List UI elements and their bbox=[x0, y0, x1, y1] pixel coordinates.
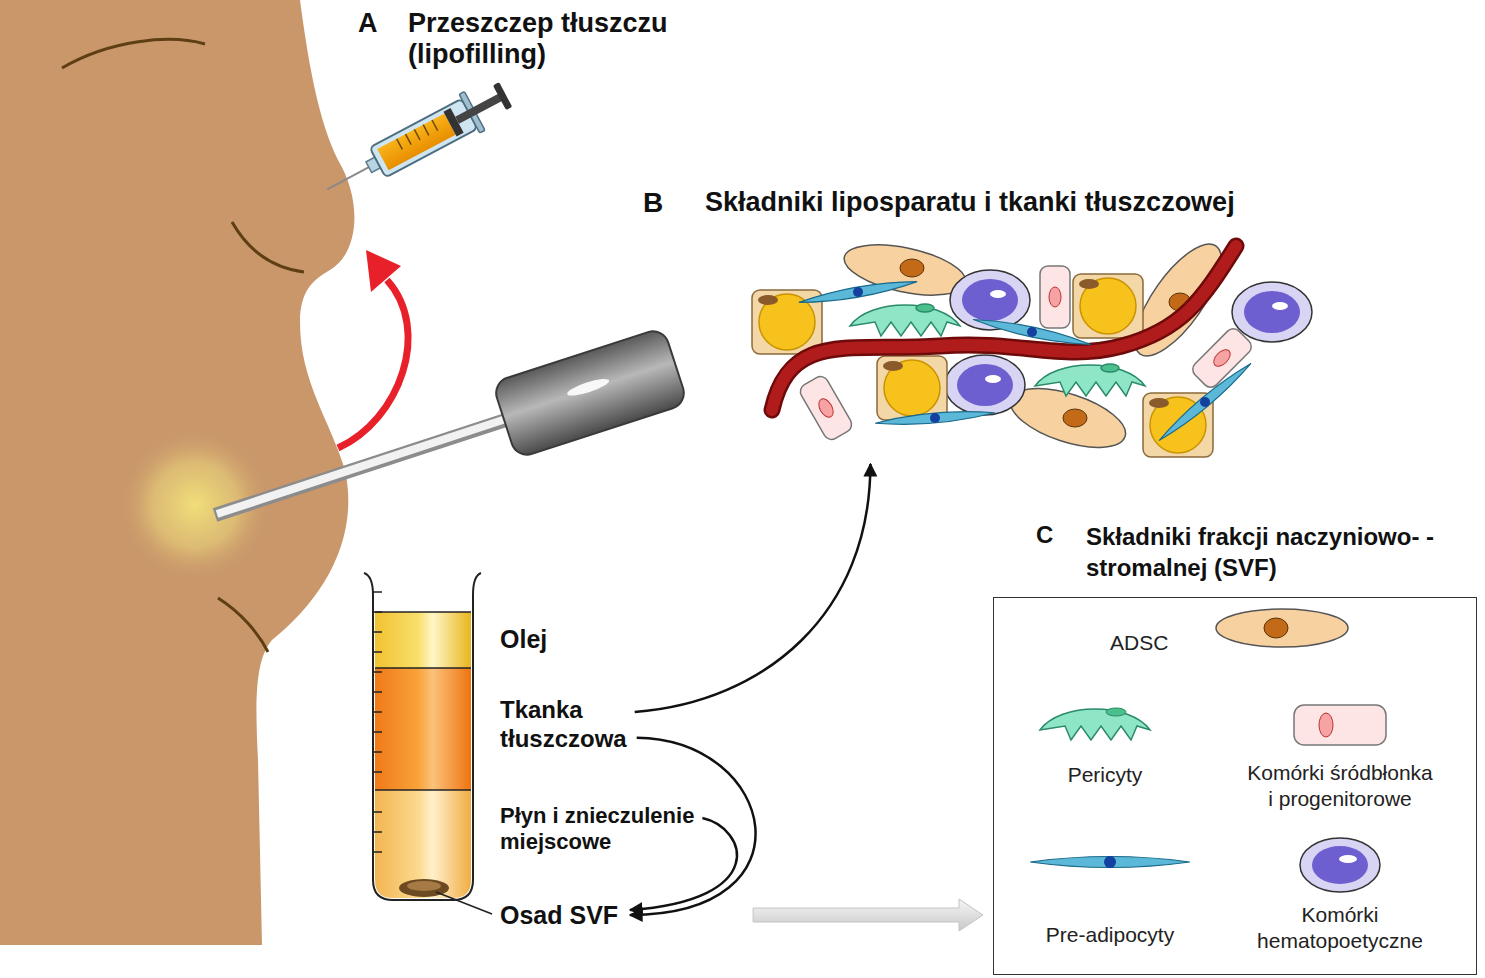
transfer-arrowhead bbox=[366, 250, 401, 292]
layer-label: Osad SVF bbox=[500, 901, 618, 929]
adipocyte bbox=[752, 274, 1213, 457]
text-slot: A bbox=[358, 8, 378, 39]
text-slot: Płyn i znieczulenie miejscowe bbox=[500, 803, 735, 856]
text-slot: B bbox=[643, 186, 663, 220]
text-slot: Składniki frakcji naczyniowo- -stromalne… bbox=[1086, 521, 1478, 583]
body-crease bbox=[218, 598, 268, 652]
text-slot: Tkanka tłuszczowa bbox=[500, 696, 670, 754]
legend-icon bbox=[1294, 705, 1386, 745]
flow-arrow bbox=[753, 899, 983, 931]
cell-cluster bbox=[752, 232, 1312, 460]
blood-vessel bbox=[772, 246, 1236, 410]
connector-arrow bbox=[630, 818, 737, 910]
diagram-node: Olej bbox=[500, 624, 660, 654]
diagram-node: B Składniki liposparatu i tkanki tłuszczo… bbox=[640, 186, 1360, 460]
legend-box: CSkładniki frakcji naczyniowo- -stromaln… bbox=[993, 597, 1477, 975]
body-silhouette bbox=[0, 0, 354, 945]
legend-label: Pre-adipocyty bbox=[1046, 923, 1174, 946]
text-slot: Pericyty bbox=[1045, 762, 1165, 788]
text-slot: Przeszczep tłuszczu (lipofilling) bbox=[408, 8, 743, 70]
preadipocyte bbox=[798, 277, 1254, 445]
layer-label: Płyn i znieczulenie miejscowe bbox=[500, 803, 694, 854]
panel-letter: A bbox=[358, 8, 378, 38]
text-slot: Składniki liposparatu i tkanki tłuszczow… bbox=[705, 186, 1235, 218]
legend-label: ADSC bbox=[1110, 631, 1168, 654]
body-crease bbox=[232, 222, 304, 272]
diagram-node: Tkanka tłuszczowa bbox=[500, 696, 670, 754]
text-slot: Olej bbox=[500, 624, 660, 654]
body-crease bbox=[62, 39, 205, 68]
panel-heading: Składniki liposparatu i tkanki tłuszczow… bbox=[705, 187, 1235, 217]
panel-heading: Składniki frakcji naczyniowo- -stromalne… bbox=[1086, 523, 1434, 581]
legend-icon bbox=[1300, 838, 1380, 892]
diagram-node: Płyn i znieczulenie miejscowe bbox=[500, 803, 735, 856]
text-slot: ADSC bbox=[1110, 630, 1200, 656]
text-slot: Komórki hematopoetyczne bbox=[1240, 902, 1440, 955]
transfer-arrow bbox=[338, 280, 408, 448]
panel-heading: Przeszczep tłuszczu (lipofilling) bbox=[408, 8, 668, 69]
legend-icon bbox=[1040, 708, 1150, 740]
text-slot: Osad SVF bbox=[500, 900, 670, 930]
text-slot: C bbox=[1036, 521, 1053, 550]
legend-label: Pericyty bbox=[1068, 763, 1143, 786]
legend-icon bbox=[1216, 609, 1348, 647]
text-slot: Pre-adipocyty bbox=[1030, 922, 1190, 948]
panel-letter: B bbox=[643, 187, 663, 218]
legend-label: Komórki hematopoetyczne bbox=[1257, 903, 1423, 952]
layer-label: Olej bbox=[500, 625, 547, 653]
text-slot: Komórki śródbłonka i progenitorowe bbox=[1244, 760, 1436, 813]
connector-arrow bbox=[635, 464, 871, 712]
diagram-node: Osad SVF bbox=[500, 900, 670, 930]
layer-label: Tkanka tłuszczowa bbox=[500, 696, 627, 752]
centrifuge-tube bbox=[364, 573, 481, 900]
pericyte bbox=[850, 304, 1145, 396]
panel-letter: C bbox=[1036, 521, 1053, 548]
cannula-handle bbox=[492, 327, 688, 459]
legend-label: Komórki śródbłonka i progenitorowe bbox=[1247, 761, 1433, 810]
syringe bbox=[317, 75, 516, 209]
leader-line bbox=[436, 892, 492, 914]
legend-icon bbox=[1030, 856, 1190, 868]
